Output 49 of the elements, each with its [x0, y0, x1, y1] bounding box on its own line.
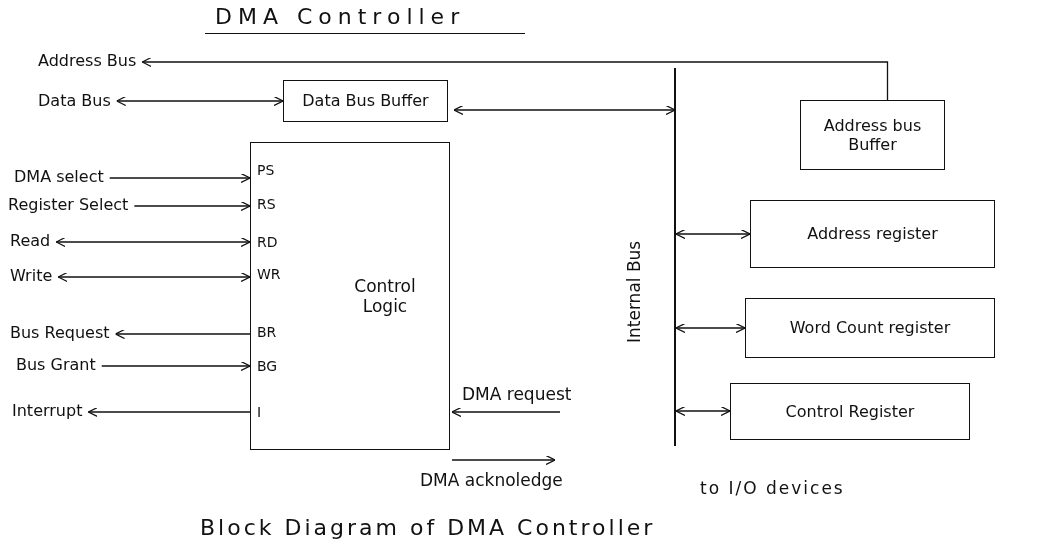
arrow	[141, 56, 889, 101]
signal-label: Register Select	[8, 195, 129, 214]
signal-label: Interrupt	[12, 401, 83, 420]
signal-label: Address Bus	[38, 51, 137, 70]
arrow	[114, 328, 251, 340]
diagram-title: DMA Controller	[205, 4, 526, 34]
register-box	[745, 298, 995, 358]
bus-label: Internal Bus	[624, 240, 644, 343]
register-box	[750, 200, 995, 268]
diagram-caption: Block Diagram of DMA Controller	[200, 515, 656, 540]
signal-label: Data Bus	[38, 91, 111, 110]
pin-label: RD	[257, 234, 278, 251]
block-label: Control Register	[785, 401, 915, 422]
pin-label: BR	[257, 324, 277, 341]
arrow	[675, 322, 746, 334]
edge-label: DMA request	[462, 384, 572, 404]
signal-label: Write	[10, 266, 53, 285]
arrow	[675, 228, 751, 240]
block-label: Address bus Buffer	[822, 115, 923, 155]
arrow	[133, 200, 251, 212]
arrow	[57, 271, 251, 283]
pin-label: I	[257, 404, 262, 421]
buffer-box	[283, 80, 448, 122]
arrow	[116, 95, 284, 107]
signal-label: Read	[10, 231, 51, 250]
signal-label: DMA select	[14, 167, 104, 186]
logic-block	[250, 142, 450, 450]
pin-label: RS	[257, 196, 276, 213]
block-label: Control Logic	[353, 275, 417, 317]
block-label: Address register	[807, 224, 938, 244]
block-label: Word Count register	[789, 318, 951, 338]
block-label: Data Bus Buffer	[302, 91, 429, 111]
register-box	[730, 383, 970, 440]
arrow	[109, 172, 251, 184]
arrow	[101, 360, 251, 372]
arrow	[87, 406, 251, 418]
signal-label: Bus Grant	[16, 355, 96, 374]
arrow	[451, 406, 561, 418]
pin-label: BG	[257, 358, 278, 375]
signal-label: Bus Request	[10, 323, 110, 342]
edge-label: DMA acknoledge	[420, 470, 563, 490]
arrow	[451, 454, 556, 466]
note-text: to I/O devices	[700, 478, 845, 498]
pin-label: PS	[257, 162, 275, 179]
buffer-box	[800, 100, 945, 170]
arrow	[675, 405, 731, 417]
arrow	[55, 236, 251, 248]
pin-label: WR	[257, 266, 281, 283]
arrow	[453, 104, 676, 116]
